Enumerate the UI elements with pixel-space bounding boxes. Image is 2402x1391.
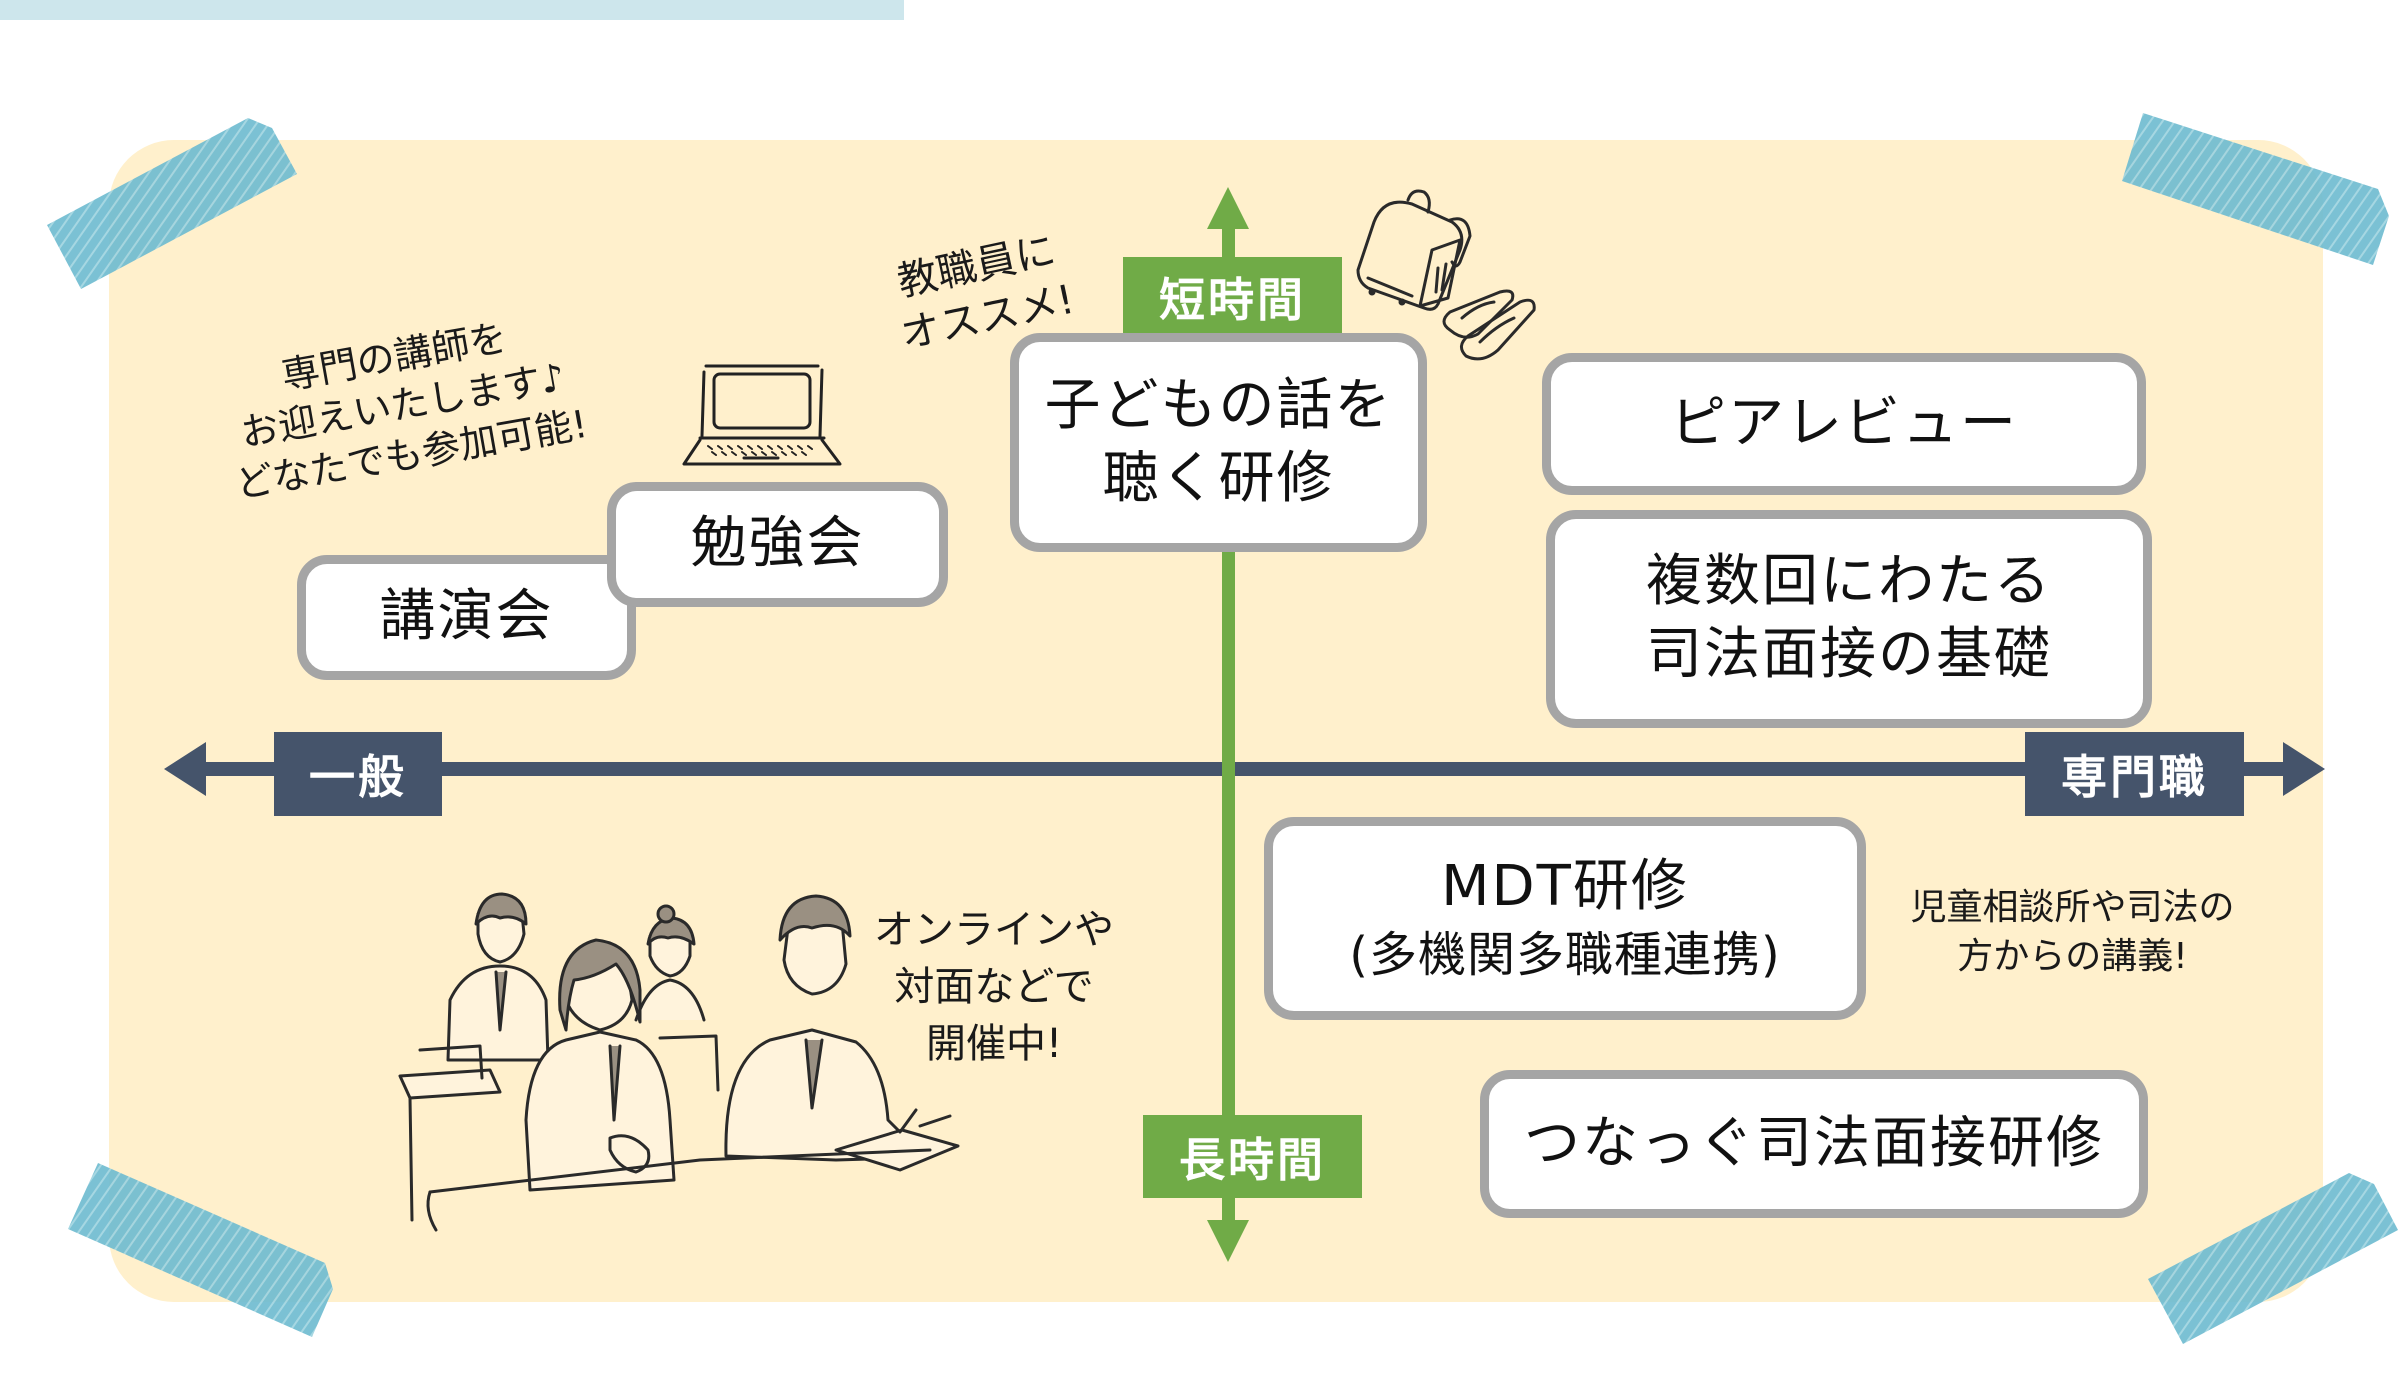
- program-card-listening-training[interactable]: 子どもの話を 聴く研修: [1010, 333, 1427, 552]
- note-line: 対面などで: [894, 963, 1094, 1010]
- note-line: オンラインや: [874, 907, 1114, 953]
- top-banner-bar: [0, 0, 904, 20]
- tape-icon: [2122, 113, 2389, 265]
- arrow-right-icon: [2283, 742, 2325, 796]
- note-line: 開催中!: [925, 1020, 1063, 1067]
- program-card-tsunaggu-training[interactable]: つなっぐ司法面接研修: [1480, 1070, 2148, 1218]
- note-line: 方からの講義!: [1957, 935, 2188, 977]
- program-card-study-group[interactable]: 勉強会: [607, 482, 948, 607]
- program-card-lecture[interactable]: 講演会: [297, 555, 636, 680]
- axis-label-specialist: 専門職: [2025, 732, 2244, 816]
- program-title: つなっぐ司法面接研修: [1524, 1110, 2104, 1176]
- arrow-up-icon: [1207, 187, 1249, 229]
- note-agencies: 児童相談所や司法の 方からの講義!: [1880, 884, 2265, 981]
- tape-icon: [68, 1163, 333, 1337]
- shoes-icon: [1442, 289, 1536, 361]
- tape-icon: [2148, 1173, 2398, 1344]
- note-line: 児童相談所や司法の: [1910, 887, 2235, 928]
- program-title-line: MDT研修: [1441, 853, 1689, 919]
- program-title: 講演会: [379, 584, 554, 650]
- axis-label-short-time: 短時間: [1123, 257, 1342, 337]
- axis-label-general: 一般: [274, 732, 442, 816]
- program-subtitle: (多機関多職種連携): [1349, 926, 1781, 983]
- program-title-line: 聴く研修: [1102, 445, 1335, 511]
- program-title-line: 子どもの話を: [1044, 372, 1393, 438]
- laptop-icon: [682, 364, 842, 466]
- axis-label-long-time: 長時間: [1143, 1115, 1362, 1198]
- program-title-line: 複数回にわたる: [1646, 549, 2052, 615]
- horizontal-axis: [164, 742, 2325, 796]
- program-card-peer-review[interactable]: ピアレビュー: [1542, 353, 2146, 495]
- arrow-down-icon: [1207, 1220, 1249, 1262]
- horizontal-axis-line: [200, 762, 2285, 776]
- program-card-forensic-basics[interactable]: 複数回にわたる 司法面接の基礎: [1546, 510, 2152, 728]
- school-bag-icon: [1356, 189, 1472, 311]
- tape-icon: [47, 118, 297, 289]
- arrow-left-icon: [164, 742, 206, 796]
- program-title: 勉強会: [690, 511, 865, 577]
- program-card-mdt-training[interactable]: MDT研修 (多機関多職種連携): [1264, 817, 1866, 1020]
- program-title: ピアレビュー: [1670, 390, 2018, 456]
- students-in-class-illustration: [398, 892, 960, 1232]
- note-online: オンラインや 対面などで 開催中!: [874, 902, 1114, 1072]
- program-title-line: 司法面接の基礎: [1646, 622, 2052, 687]
